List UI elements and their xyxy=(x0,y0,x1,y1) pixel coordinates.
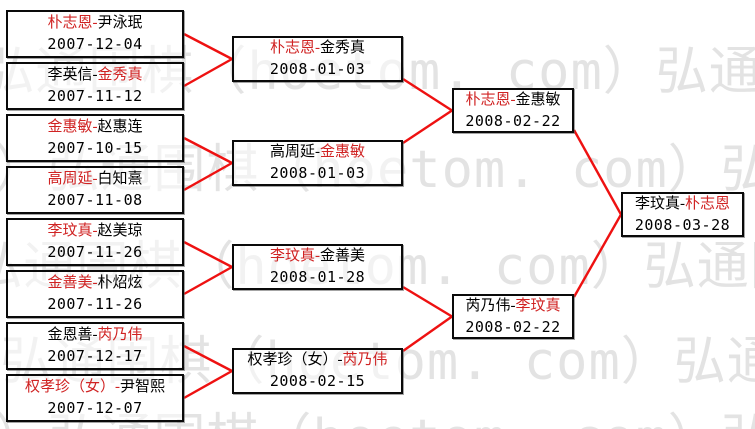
match-players: 金恩善-芮乃伟 xyxy=(8,325,182,346)
match-box-r1m3: 金惠敏-赵惠连 2007-10-15 xyxy=(6,114,184,162)
match-players: 李英信-金秀真 xyxy=(8,65,182,86)
player1-name: 朴志恩 xyxy=(269,40,315,56)
player1-name: 李玟真 xyxy=(269,248,315,264)
match-players: 李玟真-金善美 xyxy=(234,246,401,267)
name-separator: - xyxy=(510,91,516,108)
match-box-r1m5: 李玟真-赵美琼 2007-11-26 xyxy=(6,218,184,266)
name-separator: - xyxy=(92,327,98,343)
name-separator: - xyxy=(115,379,120,395)
match-players: 高周延-金惠敏 xyxy=(234,142,401,163)
match-box-r1m4: 高周延-白知熹 2007-11-08 xyxy=(6,166,184,214)
match-players: 李玟真-朴志恩 xyxy=(623,194,742,215)
name-separator: - xyxy=(510,297,516,314)
match-players: 权孝珍（女）-芮乃伟 xyxy=(234,350,401,371)
match-box-r2m2: 高周延-金惠敏 2008-01-03 xyxy=(232,140,403,186)
player2-name: 朴炤炫 xyxy=(97,275,143,291)
match-players: 芮乃伟-李玟真 xyxy=(454,296,572,317)
player2-name: 赵惠连 xyxy=(97,119,143,135)
name-separator: - xyxy=(92,275,98,291)
name-separator: - xyxy=(315,248,320,264)
match-box-final: 李玟真-朴志恩 2008-03-28 xyxy=(621,192,744,237)
player1-name: 芮乃伟 xyxy=(465,297,511,314)
match-box-r1m1: 朴志恩-尹泳珉 2007-12-04 xyxy=(6,10,184,58)
match-box-r1m7: 金恩善-芮乃伟 2007-12-17 xyxy=(6,322,184,370)
name-separator: - xyxy=(92,15,98,31)
match-players: 朴志恩-尹泳珉 xyxy=(8,13,182,34)
match-date: 2008-01-03 xyxy=(269,60,366,78)
player1-name: 权孝珍（女） xyxy=(24,379,115,395)
player1-name: 权孝珍（女） xyxy=(247,352,338,368)
match-date: 2007-11-12 xyxy=(47,87,143,105)
player1-name: 高周延 xyxy=(47,171,93,187)
match-date: 2008-01-28 xyxy=(269,268,366,286)
player1-name: 朴志恩 xyxy=(47,15,93,31)
match-box-r1m8: 权孝珍（女）-尹智熙 2007-12-07 xyxy=(6,374,184,422)
name-separator: - xyxy=(337,352,343,368)
player2-name: 金惠敏 xyxy=(320,144,366,160)
player1-name: 李玟真 xyxy=(47,223,93,239)
player2-name: 赵美琼 xyxy=(97,223,143,239)
name-separator: - xyxy=(92,171,98,187)
match-box-r3m1: 朴志恩-金惠敏 2008-02-22 xyxy=(452,88,574,133)
player1-name: 李玟真 xyxy=(634,195,680,212)
player2-name: 金秀真 xyxy=(97,67,143,83)
name-separator: - xyxy=(315,40,320,56)
player1-name: 金恩善 xyxy=(47,327,93,343)
name-separator: - xyxy=(92,119,98,135)
player2-name: 金秀真 xyxy=(320,40,366,56)
match-box-r2m3: 李玟真-金善美 2008-01-28 xyxy=(232,244,403,290)
player2-name: 李玟真 xyxy=(515,297,561,314)
match-box-r1m6: 金善美-朴炤炫 2007-11-26 xyxy=(6,270,184,318)
match-date: 2007-12-04 xyxy=(47,35,143,53)
player2-name: 金善美 xyxy=(320,248,366,264)
match-date: 2007-11-08 xyxy=(47,191,143,209)
player2-name: 芮乃伟 xyxy=(342,352,388,368)
player2-name: 朴志恩 xyxy=(685,195,731,212)
match-players: 朴志恩-金秀真 xyxy=(234,38,401,59)
match-box-r3m2: 芮乃伟-李玟真 2008-02-22 xyxy=(452,294,574,339)
player1-name: 朴志恩 xyxy=(465,91,511,108)
match-date: 2008-01-03 xyxy=(269,164,366,182)
name-separator: - xyxy=(92,67,98,83)
match-players: 高周延-白知熹 xyxy=(8,169,182,190)
match-date: 2007-12-07 xyxy=(47,399,143,417)
player2-name: 芮乃伟 xyxy=(97,327,143,343)
player2-name: 尹智熙 xyxy=(120,379,166,395)
player1-name: 高周延 xyxy=(269,144,315,160)
match-players: 金惠敏-赵惠连 xyxy=(8,117,182,138)
player1-name: 金善美 xyxy=(47,275,93,291)
name-separator: - xyxy=(92,223,98,239)
player1-name: 李英信 xyxy=(47,67,93,83)
match-date: 2007-11-26 xyxy=(47,295,143,313)
match-players: 金善美-朴炤炫 xyxy=(8,273,182,294)
name-separator: - xyxy=(680,195,685,212)
match-players: 李玟真-赵美琼 xyxy=(8,221,182,242)
match-date: 2008-02-22 xyxy=(465,317,561,336)
match-box-r2m1: 朴志恩-金秀真 2008-01-03 xyxy=(232,36,403,82)
player2-name: 白知熹 xyxy=(97,171,143,187)
match-box-r1m2: 李英信-金秀真 2007-11-12 xyxy=(6,62,184,110)
match-date: 2007-10-15 xyxy=(47,139,143,157)
match-date: 2008-02-22 xyxy=(465,111,561,130)
match-players: 权孝珍（女）-尹智熙 xyxy=(8,377,182,398)
player2-name: 尹泳珉 xyxy=(97,15,143,31)
player2-name: 金惠敏 xyxy=(515,91,561,108)
player1-name: 金惠敏 xyxy=(47,119,93,135)
match-date: 2007-11-26 xyxy=(47,243,143,261)
match-date: 2007-12-17 xyxy=(47,347,143,365)
name-separator: - xyxy=(315,144,320,160)
match-date: 2008-03-28 xyxy=(634,215,731,234)
match-players: 朴志恩-金惠敏 xyxy=(454,90,572,111)
match-box-r2m4: 权孝珍（女）-芮乃伟 2008-02-15 xyxy=(232,348,403,394)
match-date: 2008-02-15 xyxy=(269,372,366,390)
